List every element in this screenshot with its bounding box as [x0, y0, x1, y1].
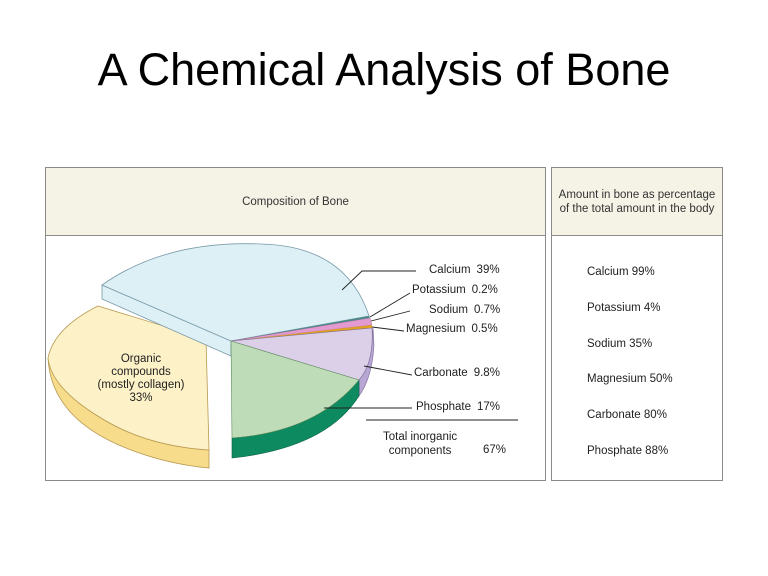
amount-magnesium: Magnesium 50%: [587, 373, 673, 385]
amount-sodium: Sodium 35%: [587, 338, 653, 350]
composition-panel: Composition of Bone Organic comp: [45, 167, 546, 481]
label-phosphate: Phosphate 17%: [416, 401, 500, 413]
amount-calcium: Calcium 99%: [587, 266, 655, 278]
label-sodium: Sodium 0.7%: [429, 304, 500, 316]
total-inorganic-pct: 67%: [483, 444, 507, 456]
slice-calcium: [101, 243, 370, 342]
magnesium-name: Magnesium: [406, 323, 466, 335]
carbonate-pct: 9.8%: [473, 367, 500, 379]
total-inorganic-label: Total inorganic components: [383, 430, 457, 458]
amount-phosphate: Phosphate 88%: [587, 445, 669, 457]
label-carbonate: Carbonate 9.8%: [414, 367, 500, 379]
carbonate-name: Carbonate: [414, 367, 468, 379]
potassium-name: Potassium: [412, 284, 466, 296]
slice-potassium: [231, 316, 370, 341]
magnesium-pct: 0.5%: [471, 323, 498, 335]
pie-chart: [47, 243, 518, 469]
total-line1: Total inorganic: [383, 431, 458, 443]
amount-potassium: Potassium 4%: [587, 302, 661, 314]
phosphate-name: Phosphate: [416, 401, 471, 413]
slice-organic: [47, 305, 210, 451]
potassium-pct: 0.2%: [471, 284, 498, 296]
organic-pct: 33%: [129, 392, 153, 404]
label-calcium: Calcium 39%: [429, 264, 500, 276]
phosphate-pct: 17%: [477, 401, 501, 413]
calcium-pct: 39%: [476, 264, 500, 276]
leader-lines: [324, 270, 518, 421]
organic-line3: (mostly collagen): [97, 379, 185, 391]
label-magnesium: Magnesium 0.5%: [406, 323, 498, 335]
sodium-pct: 0.7%: [474, 304, 501, 316]
amount-carbonate: Carbonate 80%: [587, 409, 667, 421]
slice-phosphate: [230, 340, 360, 439]
slide-title: A Chemical Analysis of Bone: [97, 44, 671, 95]
organic-line1: Organic: [120, 353, 162, 365]
slice-magnesium: [231, 325, 372, 341]
label-potassium: Potassium 0.2%: [412, 284, 498, 296]
amount-panel: Amount in bone as percentage of the tota…: [551, 167, 723, 481]
amount-header: Amount in bone as percentage of the tota…: [552, 168, 722, 236]
calcium-name: Calcium: [429, 264, 471, 276]
sodium-name: Sodium: [429, 304, 468, 316]
organic-line2: compounds: [111, 366, 171, 378]
organic-label: Organic compounds (mostly collagen) 33%: [86, 353, 196, 405]
composition-header: Composition of Bone: [46, 168, 545, 236]
total-line2: components: [388, 445, 452, 457]
